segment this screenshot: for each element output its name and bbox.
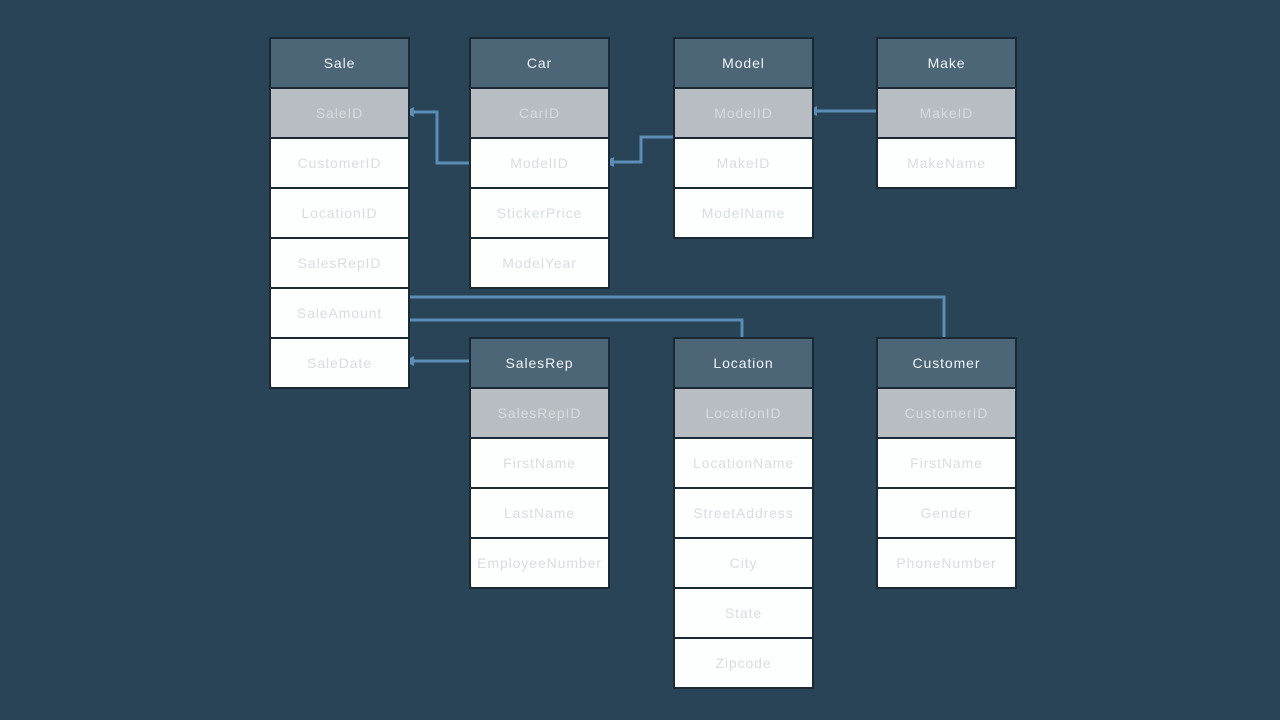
table-location-field: Zipcode [675,639,812,687]
table-customer-pk-row: CustomerID [878,389,1015,439]
table-make-header: Make [878,39,1015,89]
table-car-pk-row: CarID [471,89,608,139]
table-sale-field: SaleDate [271,339,408,387]
table-location-field: StreetAddress [675,489,812,539]
table-model-header: Model [675,39,812,89]
table-customer-field: Gender [878,489,1015,539]
table-location-header: Location [675,339,812,389]
table-make-pk-row: MakeID [878,89,1015,139]
table-customer-header: Customer [878,339,1015,389]
table-salesrep-field: LastName [471,489,608,539]
table-make: Make MakeID MakeName [876,37,1017,189]
table-car: Car CarID ModelID StickerPrice ModelYear [469,37,610,289]
table-sale-pk-row: SaleID [271,89,408,139]
table-model-field: MakeID [675,139,812,189]
table-salesrep: SalesRep SalesRepID FirstName LastName E… [469,337,610,589]
table-location-field: LocationName [675,439,812,489]
table-customer-field: FirstName [878,439,1015,489]
table-sale: Sale SaleID CustomerID LocationID SalesR… [269,37,410,389]
table-car-header: Car [471,39,608,89]
table-salesrep-field: FirstName [471,439,608,489]
table-salesrep-pk-row: SalesRepID [471,389,608,439]
table-model-field: ModelName [675,189,812,237]
table-car-field: StickerPrice [471,189,608,239]
table-model-pk-row: ModelID [675,89,812,139]
table-location-pk-row: LocationID [675,389,812,439]
table-customer-field: PhoneNumber [878,539,1015,587]
table-sale-field: LocationID [271,189,408,239]
table-location-field: State [675,589,812,639]
table-sale-field: SaleAmount [271,289,408,339]
table-car-field: ModelYear [471,239,608,287]
table-location-field: City [675,539,812,589]
table-location: Location LocationID LocationName StreetA… [673,337,814,689]
table-model: Model ModelID MakeID ModelName [673,37,814,239]
table-salesrep-header: SalesRep [471,339,608,389]
connector-carmodelid-model [613,135,673,164]
table-customer: Customer CustomerID FirstName Gender Pho… [876,337,1017,589]
table-sale-header: Sale [271,39,408,89]
connector-saleid-car [413,110,469,165]
table-car-field: ModelID [471,139,608,189]
table-sale-field: SalesRepID [271,239,408,289]
table-salesrep-field: EmployeeNumber [471,539,608,587]
table-sale-field: CustomerID [271,139,408,189]
table-make-field: MakeName [878,139,1015,187]
